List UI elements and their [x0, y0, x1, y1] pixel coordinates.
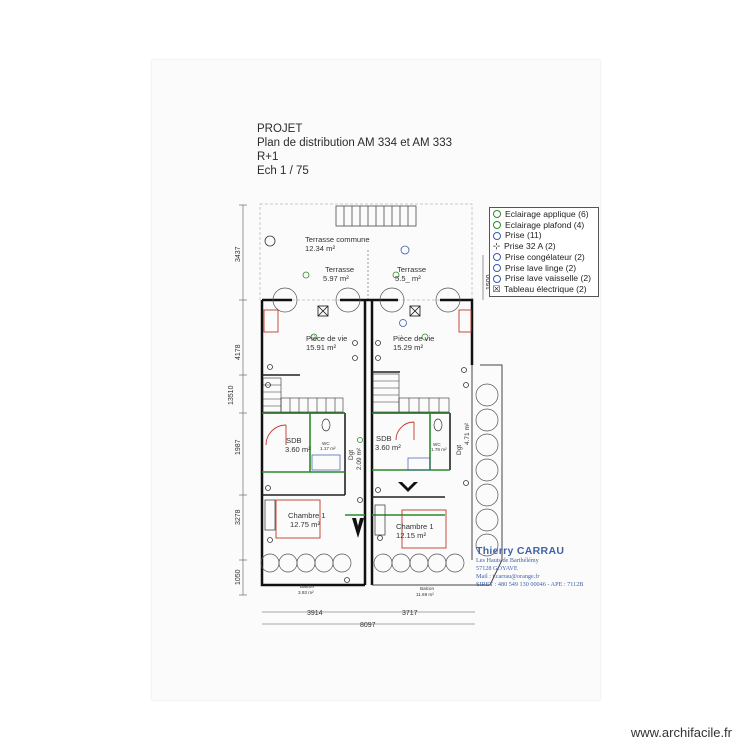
legend-label: Prise 32 A (2)	[504, 241, 556, 252]
outlet-32a-icon: ⊹	[492, 241, 501, 252]
washer-outlet-icon	[493, 263, 501, 272]
room-wc-right: WC	[433, 442, 441, 447]
dim-13510: 13510	[228, 385, 235, 405]
window-arcs	[260, 287, 499, 573]
room-balcon-left-area: 3.93 m²	[298, 590, 314, 595]
room-sdb-right-area: 3.60 m²	[375, 443, 401, 452]
legend-label: Prise congélateur (2)	[505, 251, 585, 262]
electrical-panel-icon: ☒	[492, 283, 501, 294]
room-chambre-right-area: 12.15 m²	[396, 531, 426, 540]
room-labels: Terrasse commune 12.34 m² Terrasse 5.97 …	[285, 235, 434, 540]
door-swings	[263, 309, 472, 446]
terrace-stairs	[335, 205, 417, 227]
stamp-siret: SIRET : 480 549 130 00046 - APE : 7112B	[476, 581, 584, 588]
room-dgt-right-area: 4.71 m²	[464, 422, 471, 445]
room-sdb-left-area: 3.60 m²	[285, 445, 311, 454]
legend-label: Prise (11)	[505, 230, 542, 241]
legend-label: Eclairage applique (6)	[505, 209, 589, 219]
room-wc-left: WC	[322, 441, 330, 446]
interior-stairs	[262, 373, 450, 413]
dishwasher-outlet-icon	[493, 274, 501, 283]
room-piece-left-area: 15.91 m²	[306, 343, 336, 352]
dim-3914: 3914	[307, 610, 323, 617]
legend-item: ⊹Prise 32 A (2)	[492, 241, 596, 252]
corridor-labels: Dgt 2.09 m² Dgt 4.71 m²	[348, 422, 471, 470]
plan-sheet	[152, 60, 600, 700]
stamp-address-2: 57128 GOYAVE	[476, 565, 518, 572]
room-dgt-right: Dgt	[456, 445, 463, 455]
room-terrasse-left-area: 5.97 m²	[323, 274, 349, 283]
terrasse-outline	[259, 203, 473, 301]
room-wc-right-area: 1.78 m²	[431, 447, 447, 452]
dim-3437: 3437	[235, 246, 242, 262]
room-terrasse-right-area: 5.5_ m²	[395, 274, 421, 283]
freezer-outlet-icon	[493, 253, 501, 262]
room-terrasse-right: Terrasse	[397, 265, 426, 274]
wc-fixtures	[264, 418, 443, 536]
closet-blocks	[352, 482, 418, 538]
room-dgt-left-area: 2.09 m²	[356, 447, 363, 470]
dim-3717: 3717	[402, 610, 418, 617]
title-project: PROJET	[257, 123, 303, 135]
legend-item: Eclairage applique (6)	[492, 209, 596, 220]
legend-label: Prise lave linge (2)	[505, 262, 577, 273]
interior-walls	[262, 371, 451, 498]
ceiling-light-icon	[493, 221, 501, 230]
room-wc-left-area: 1.17 m²	[320, 446, 336, 451]
room-sdb-right: SDB	[376, 434, 392, 443]
room-dgt-left: Dgt	[348, 450, 355, 460]
beds	[275, 499, 447, 549]
room-terrasse-left: Terrasse	[325, 265, 354, 274]
room-terrasse-commune: Terrasse commune	[305, 235, 370, 244]
small-room-labels: WC 1.17 m² WC 1.78 m² Balcon 3.93 m² Bal…	[298, 441, 447, 597]
legend-item: Prise (11)	[492, 230, 596, 241]
legend-item: Prise congélateur (2)	[492, 252, 596, 263]
legend-item: ☒Tableau électrique (2)	[492, 284, 596, 295]
room-balcon-left: Balcon	[300, 584, 314, 589]
room-chambre-right: Chambre 1	[396, 522, 434, 531]
room-terrasse-commune-area: 12.34 m²	[305, 244, 335, 253]
plan-title-block: PROJET Plan de distribution AM 334 et AM…	[257, 122, 452, 178]
room-piece-right-area: 15.29 m²	[393, 343, 423, 352]
room-piece-right: Pièce de vie	[393, 334, 434, 343]
legend-item: Prise lave vaisselle (2)	[492, 273, 596, 284]
room-balcon-right: Balcon	[420, 586, 434, 591]
wall-light-icon	[493, 210, 501, 219]
legend-label: Prise lave vaisselle (2)	[505, 273, 591, 284]
room-chambre-left-area: 12.75 m²	[290, 520, 320, 529]
architect-stamp: Thierry CARRAU Les Hauts de Barthélémy 5…	[476, 545, 583, 589]
room-chambre-left: Chambre 1	[288, 511, 326, 520]
legend-item: Eclairage plafond (4)	[492, 220, 596, 231]
title-scale: Ech 1 / 75	[257, 165, 309, 177]
doors	[262, 412, 450, 516]
legend-box: Eclairage applique (6) Eclairage plafond…	[489, 207, 599, 297]
title-level: R+1	[257, 151, 279, 163]
legend-item: Prise lave linge (2)	[492, 263, 596, 274]
electrical-symbols	[264, 235, 469, 583]
stamp-mail: Mail : t.carrau@orange.fr	[476, 573, 540, 580]
legend-label: Tableau électrique (2)	[504, 283, 587, 294]
dimension-lines	[239, 204, 484, 625]
stamp-name: Thierry CARRAU	[476, 545, 565, 557]
dim-1050: 1050	[235, 569, 242, 585]
dim-1987: 1987	[235, 439, 242, 455]
legend-label: Eclairage plafond (4)	[505, 219, 585, 230]
watermark-text: www.archifacile.fr	[630, 725, 732, 740]
room-piece-left: Pièce de vie	[306, 334, 347, 343]
dim-8097: 8097	[360, 622, 376, 629]
outer-walls	[260, 298, 474, 587]
stamp-address-1: Les Hauts de Barthélémy	[476, 557, 539, 564]
dim-3278: 3278	[235, 509, 242, 525]
outlet-icon	[493, 231, 501, 240]
right-wall	[372, 364, 503, 586]
room-balcon-right-area: 11.69 m²	[416, 592, 434, 597]
title-description: Plan de distribution AM 334 et AM 333	[257, 137, 452, 149]
room-sdb-left: SDB	[286, 436, 302, 445]
dim-4178: 4178	[235, 344, 242, 360]
